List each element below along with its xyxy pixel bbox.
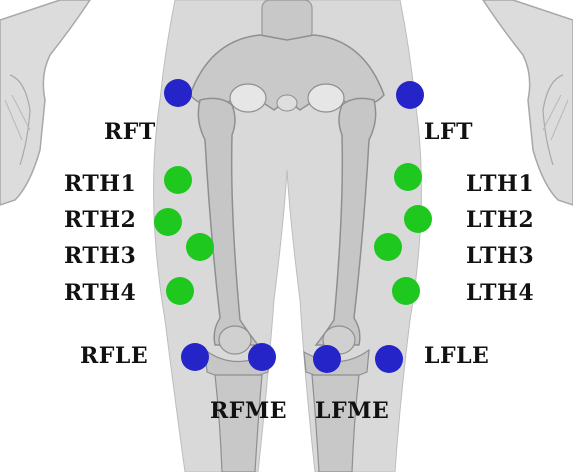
label-rth2: RTH2 bbox=[64, 207, 136, 233]
label-rfme: RFME bbox=[210, 398, 287, 424]
lth2-marker bbox=[404, 205, 432, 233]
lft-marker bbox=[396, 81, 424, 109]
label-rth1: RTH1 bbox=[64, 171, 136, 197]
lfme-marker bbox=[313, 345, 341, 373]
label-lft: LFT bbox=[424, 119, 473, 145]
label-rfle: RFLE bbox=[80, 343, 148, 369]
label-lth1: LTH1 bbox=[466, 171, 534, 197]
label-lfme: LFME bbox=[315, 398, 389, 424]
label-lth3: LTH3 bbox=[466, 243, 534, 269]
label-lfle: LFLE bbox=[424, 343, 489, 369]
rfle-marker bbox=[181, 343, 209, 371]
label-lth4: LTH4 bbox=[466, 280, 534, 306]
label-lth2: LTH2 bbox=[466, 207, 534, 233]
label-rft: RFT bbox=[104, 119, 156, 145]
label-rth3: RTH3 bbox=[64, 243, 136, 269]
rth3-marker bbox=[186, 233, 214, 261]
rth2-marker bbox=[154, 208, 182, 236]
rfme-marker bbox=[248, 343, 276, 371]
rft-marker bbox=[164, 79, 192, 107]
label-rth4: RTH4 bbox=[64, 280, 136, 306]
lth3-marker bbox=[374, 233, 402, 261]
rth4-marker bbox=[166, 277, 194, 305]
lfle-marker bbox=[375, 345, 403, 373]
lth4-marker bbox=[392, 277, 420, 305]
lth1-marker bbox=[394, 163, 422, 191]
rth1-marker bbox=[164, 166, 192, 194]
